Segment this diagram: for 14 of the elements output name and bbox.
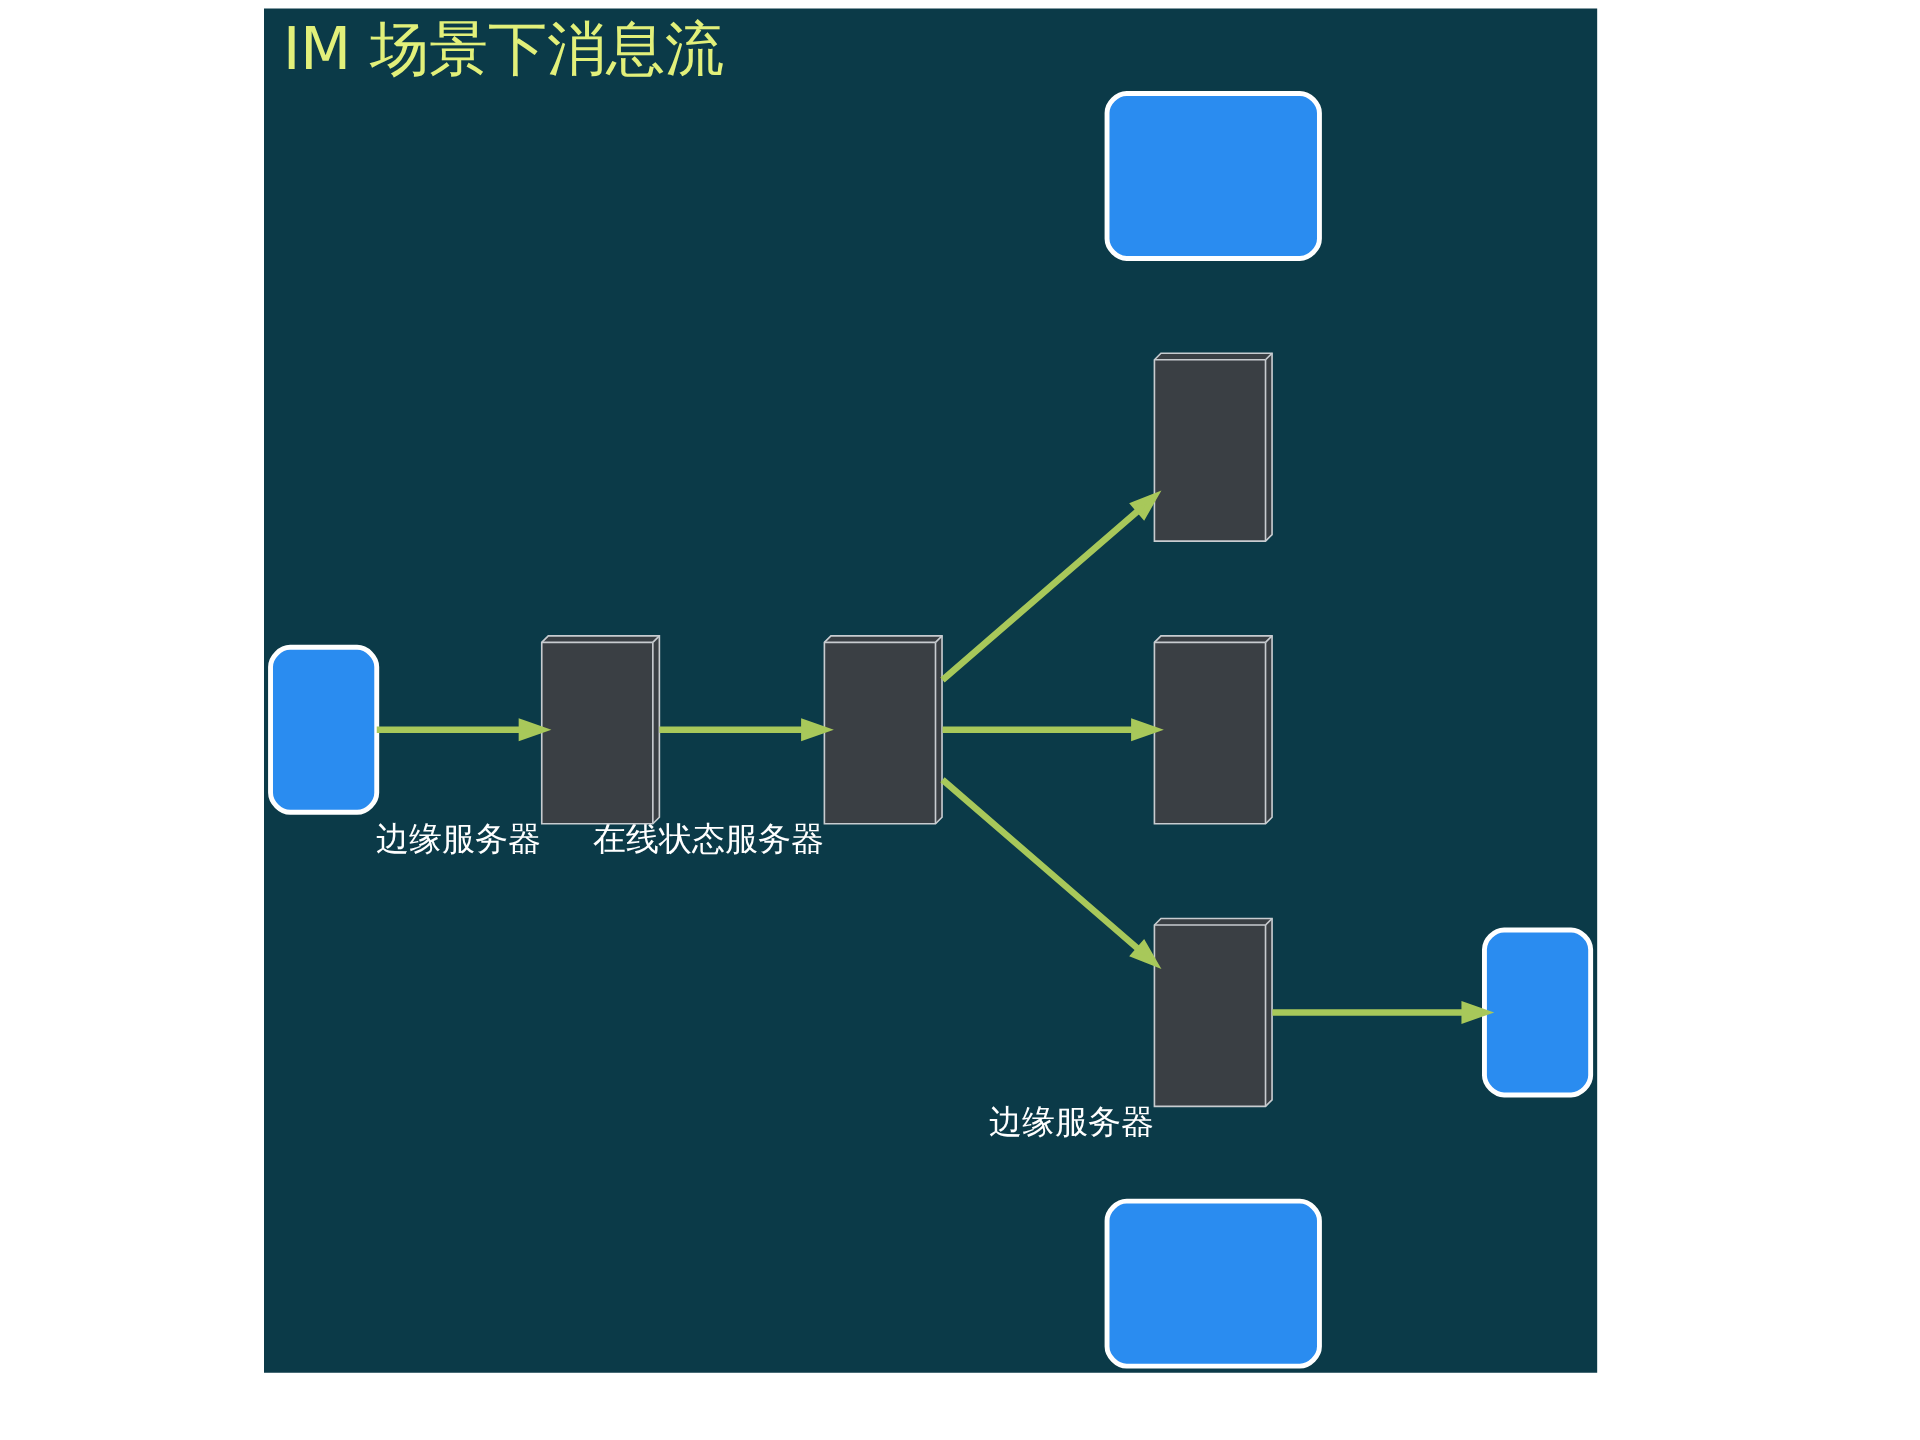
- diagram-title: IM 场景下消息流: [282, 13, 724, 83]
- arrow: [1272, 1001, 1495, 1024]
- node-label: 边缘服务器: [375, 819, 541, 858]
- arrow: [376, 718, 552, 742]
- arrow: [942, 718, 1164, 742]
- node-label: 在线状态服务器: [592, 819, 824, 858]
- node-box: [268, 644, 380, 815]
- arrow: [659, 718, 834, 742]
- arrow: [940, 490, 1162, 683]
- node-box: [1482, 927, 1594, 1098]
- node-box: [1104, 91, 1322, 261]
- node-box: [1104, 1198, 1322, 1369]
- node-label: 边缘服务器: [988, 1102, 1154, 1141]
- arrow: [940, 777, 1162, 970]
